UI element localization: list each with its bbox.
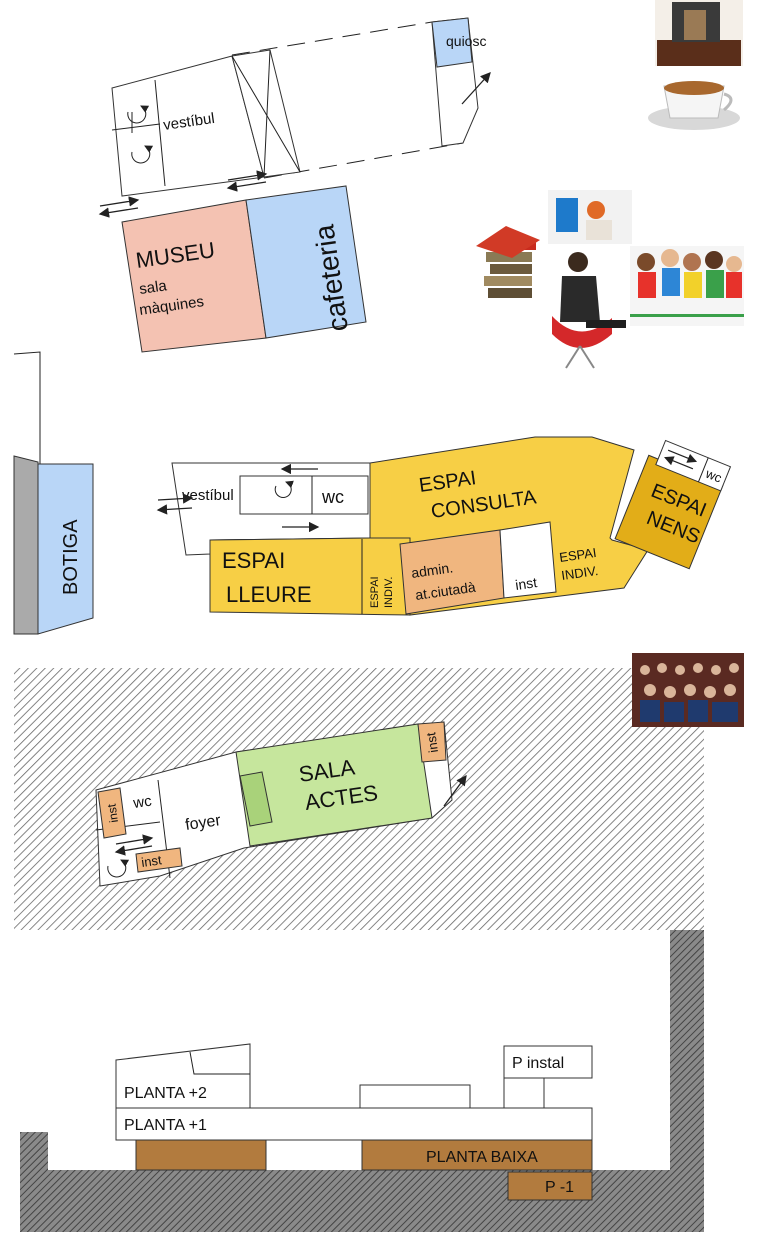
leisure-label: ESPAI bbox=[222, 548, 285, 573]
museum-room bbox=[121, 199, 267, 353]
lower-floor-plan: SALA ACTES inst foyer wc inst inst bbox=[95, 721, 467, 887]
top-floor-plan: quiosc vestíbul MUSEU sala màquines cafe… bbox=[98, 17, 491, 353]
ground-floor-label: PLANTA BAIXA bbox=[426, 1149, 538, 1166]
middle-lobby-label: vestíbul bbox=[182, 487, 234, 504]
admin-label: admin. bbox=[410, 559, 454, 581]
reading-man-photo-icon bbox=[552, 252, 626, 369]
rotate-arrow-icon bbox=[274, 480, 294, 498]
wc-label: wc bbox=[131, 793, 153, 813]
exit-arrow-icon bbox=[443, 774, 467, 807]
computer-user-photo-icon bbox=[548, 190, 632, 244]
inst-label: inst bbox=[140, 852, 163, 870]
floor-1-label: PLANTA +1 bbox=[124, 1117, 207, 1134]
rotate-arrow-icon bbox=[131, 145, 154, 164]
assembly-hall-room bbox=[235, 723, 433, 847]
stage-block bbox=[239, 771, 273, 827]
entrance-double-arrow-icon bbox=[156, 493, 194, 515]
rotate-arrow-icon bbox=[127, 105, 150, 124]
wc-label: wc bbox=[321, 487, 344, 507]
shop-room bbox=[37, 463, 94, 635]
coffee-cup-photo-icon bbox=[648, 81, 740, 130]
entrance-double-arrow-icon bbox=[98, 196, 140, 218]
children-photo-icon bbox=[630, 246, 744, 326]
inst-label: inst bbox=[423, 731, 441, 754]
installations-floor-block bbox=[503, 1045, 593, 1079]
rotate-arrow-icon bbox=[107, 859, 130, 878]
museum-sub-label: sala bbox=[138, 277, 168, 298]
books-photo-icon bbox=[476, 226, 540, 298]
floor-2-label: PLANTA +2 bbox=[124, 1085, 207, 1102]
middle-floor-plan: BOTIGA vestíbul wc ESPAI CONSULTA ESPAI … bbox=[13, 351, 732, 635]
double-arrow-icon bbox=[664, 449, 698, 470]
inst-room bbox=[499, 521, 557, 599]
lobby-wall bbox=[111, 123, 161, 131]
cafeteria-room bbox=[245, 185, 367, 339]
individual-space-label: ESPAI bbox=[369, 576, 381, 608]
ground-floor-block bbox=[135, 1139, 267, 1171]
inst-room bbox=[135, 847, 183, 873]
floor-2-block bbox=[115, 1043, 251, 1109]
building-section: P -1 PLANTA BAIXA PLANTA +1 PLANTA +2 P … bbox=[20, 930, 704, 1232]
inst-label: inst bbox=[104, 802, 121, 823]
entrance-double-arrow-icon bbox=[226, 170, 268, 192]
roof-bump bbox=[359, 1084, 471, 1109]
roof-bump bbox=[503, 1077, 545, 1109]
exit-arrow-icon bbox=[461, 72, 491, 105]
audience-photo-icon bbox=[632, 653, 744, 727]
wc-block bbox=[239, 475, 369, 515]
inst-room bbox=[97, 787, 127, 839]
shop-upper-outline bbox=[13, 351, 41, 466]
kiosk-label: quiosc bbox=[446, 33, 486, 49]
trophy-photo-icon bbox=[655, 0, 743, 66]
ground-floor-block bbox=[361, 1139, 593, 1171]
installations-floor-label: P instal bbox=[512, 1055, 564, 1072]
kids-wc-label: wc bbox=[703, 465, 725, 485]
lobby-wall bbox=[154, 79, 166, 187]
individual-space-label: INDIV. bbox=[560, 563, 599, 583]
basement-label: P -1 bbox=[545, 1179, 574, 1196]
individual-space-label: INDIV. bbox=[383, 577, 395, 608]
basement-block bbox=[507, 1171, 593, 1201]
leisure-label: LLEURE bbox=[226, 582, 312, 607]
shop-label: BOTIGA bbox=[60, 519, 82, 595]
floor-1-block bbox=[115, 1107, 593, 1141]
foyer-label: foyer bbox=[184, 812, 222, 834]
double-arrow-icon bbox=[114, 834, 154, 856]
shop-wall bbox=[13, 455, 39, 635]
ground-section-hatch bbox=[20, 930, 704, 1232]
kiosk-room bbox=[431, 17, 473, 68]
inst-room bbox=[417, 721, 447, 763]
individual-space-label: ESPAI bbox=[558, 545, 597, 565]
inst-label: inst bbox=[514, 574, 538, 593]
